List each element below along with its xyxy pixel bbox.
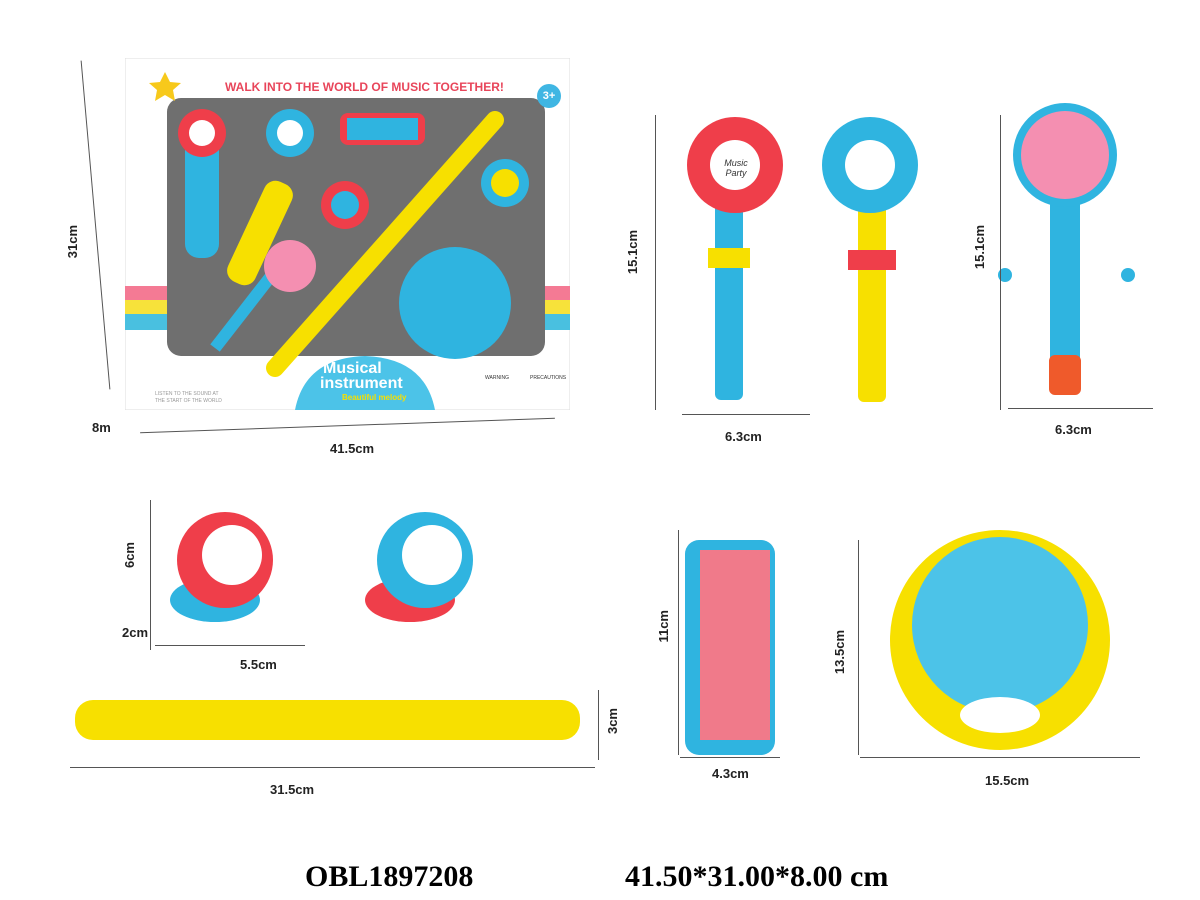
box-headline: WALK INTO THE WORLD OF MUSIC TOGETHER! bbox=[225, 80, 504, 94]
clapper-height-label: 15.1cm bbox=[625, 230, 640, 275]
rattle-drum-height-label: 15.1cm bbox=[972, 225, 987, 270]
box-tagline-1: LISTEN TO THE SOUND AT bbox=[155, 391, 219, 397]
rattle-drum-width-label: 6.3cm bbox=[1055, 422, 1092, 437]
box-title-1: Musical bbox=[323, 360, 382, 377]
castanet-width-label: 5.5cm bbox=[240, 657, 277, 672]
clapper-width-label: 6.3cm bbox=[725, 429, 762, 444]
box-tagline-2: THE START OF THE WORLD bbox=[155, 398, 222, 404]
castanet-height-label: 6cm bbox=[122, 542, 137, 569]
package-size: 41.50*31.00*8.00 cm bbox=[625, 860, 889, 893]
tambourine-height-label: 13.5cm bbox=[832, 630, 847, 675]
box-width-label: 41.5cm bbox=[330, 441, 375, 456]
box-subtitle: Beautiful melody bbox=[342, 393, 407, 402]
recorder-length-label: 31.5cm bbox=[270, 782, 315, 797]
recorder-height-label: 3cm bbox=[605, 708, 620, 735]
box-depth-label: 8m bbox=[92, 420, 111, 435]
age-badge: 3+ bbox=[537, 84, 561, 108]
harmonica-height-label: 11cm bbox=[656, 610, 671, 643]
tambourine-width-label: 15.5cm bbox=[985, 773, 1030, 788]
castanet-depth-label: 2cm bbox=[122, 625, 149, 640]
toy-label: Music Party bbox=[724, 158, 748, 178]
precautions-label: PRECAUTIONS bbox=[530, 375, 567, 381]
harmonica-width-label: 4.3cm bbox=[712, 766, 749, 781]
product-code: OBL1897208 bbox=[305, 860, 474, 893]
box-artwork bbox=[125, 58, 570, 410]
product-box: WALK INTO THE WORLD OF MUSIC TOGETHER! 3… bbox=[125, 58, 570, 410]
box-title-2: instrument bbox=[320, 375, 403, 392]
warning-label: WARNING bbox=[485, 375, 509, 381]
